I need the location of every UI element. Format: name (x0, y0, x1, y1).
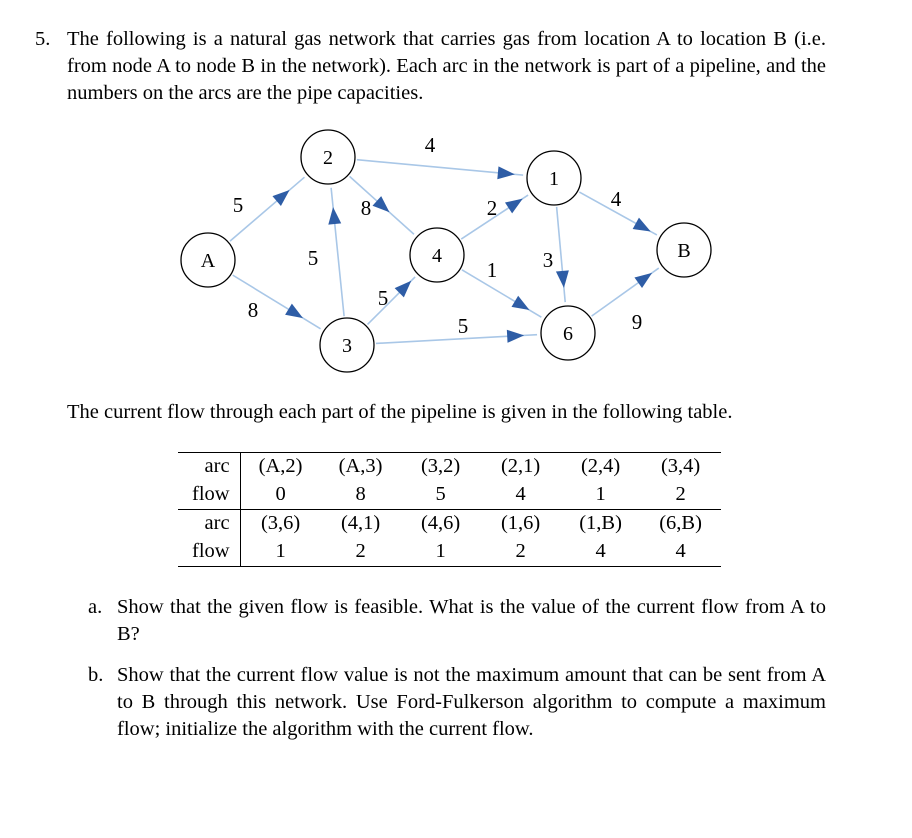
arrowhead-icon-3-6 (506, 329, 525, 343)
arrowhead-icon-3-2 (328, 207, 342, 225)
node-6 (540, 305, 596, 361)
node-label-1: 1 (549, 168, 559, 190)
arrowhead-icon-A-3 (285, 303, 303, 319)
table-cell: (1,6) (500, 512, 541, 534)
capacity-label-A-2: 5 (233, 193, 244, 217)
table-cell: (4,6) (420, 512, 461, 534)
flow-table: arc (A,2) (A,3) (3,2) (2,1) (2,4) (3,4) … (178, 452, 721, 567)
capacity-label-3-2: 5 (308, 246, 319, 270)
table-cell: (6,B) (659, 512, 702, 534)
capacity-label-3-6: 5 (458, 314, 469, 338)
capacity-label-4-1: 2 (487, 196, 498, 220)
capacity-label-4-6: 1 (487, 258, 498, 282)
question-a-text: Show that the given flow is feasible. Wh… (117, 596, 826, 645)
arrowhead-icon-4-1 (504, 198, 523, 214)
document-page: 5. The following is a natural gas networ… (0, 26, 912, 743)
table-cell: 2 (640, 481, 721, 510)
table-row-flow-1: flow 0 8 5 4 1 2 (178, 481, 721, 510)
capacity-label-1-6: 3 (543, 248, 554, 272)
node-label-3: 3 (342, 335, 352, 357)
capacity-label-1-B: 4 (611, 187, 622, 211)
arrowhead-icon-6-B (634, 272, 653, 289)
table-row-arc-2: arc (3,6) (4,1) (4,6) (1,6) (1,B) (6,B) (178, 509, 721, 538)
node-A (180, 232, 236, 288)
edge-2-1 (356, 158, 524, 176)
table-cell: 0 (240, 481, 321, 510)
flow-paragraph: The current flow through each part of th… (67, 401, 733, 423)
node-2 (300, 129, 356, 185)
capacity-label-2-4: 8 (361, 196, 372, 220)
node-label-4: 4 (432, 245, 442, 267)
problem-statement-block: 5. The following is a natural gas networ… (35, 26, 826, 107)
table-cell: 2 (320, 538, 401, 567)
arrowhead-icon-2-1 (497, 166, 515, 180)
edge-4-6 (461, 269, 542, 318)
capacity-label-A-3: 8 (248, 298, 259, 322)
arrowhead-icon-3-4 (394, 280, 412, 298)
edge-A-3 (232, 274, 321, 330)
table-cell: (2,4) (560, 452, 641, 481)
arrowhead-icon-2-4 (372, 196, 390, 213)
table-cell: 1 (400, 538, 481, 567)
network-diagram-container: 5 8 5 8 4 5 2 1 3 5 4 9 A 2 3 4 1 6 B (0, 115, 912, 390)
question-a-label: a. (88, 596, 103, 618)
node-3 (319, 317, 375, 373)
row-label: flow (178, 481, 241, 510)
node-label-2: 2 (323, 147, 333, 169)
capacity-label-2-1: 4 (425, 133, 436, 157)
table-cell: (A,2) (240, 452, 321, 481)
node-label-6: 6 (563, 323, 573, 345)
table-cell: 4 (640, 538, 721, 567)
question-a: a. Show that the given flow is feasible.… (88, 594, 826, 648)
table-cell: 8 (320, 481, 401, 510)
table-cell: (3,6) (260, 512, 301, 534)
table-cell: (2,1) (480, 452, 561, 481)
table-cell: 2 (480, 538, 561, 567)
problem-statement: The following is a natural gas network t… (67, 28, 826, 104)
capacity-label-6-B: 9 (632, 310, 643, 334)
arrowhead-icon-1-6 (555, 270, 569, 288)
arrowhead-icon-4-6 (511, 295, 530, 311)
table-cell: 4 (480, 481, 561, 510)
node-B (656, 222, 712, 278)
table-row-flow-2: flow 1 2 1 2 4 4 (178, 538, 721, 567)
node-label-B: B (677, 240, 690, 262)
node-1 (526, 150, 582, 206)
row-label: flow (178, 538, 241, 567)
node-4 (409, 227, 465, 283)
table-cell: 5 (400, 481, 481, 510)
table-cell: (3,4) (640, 452, 721, 481)
table-cell: (4,1) (340, 512, 381, 534)
table-cell: (3,2) (400, 452, 481, 481)
question-b-text: Show that the current flow value is not … (117, 664, 826, 740)
edge-A-2 (229, 176, 305, 242)
question-b-label: b. (88, 664, 104, 686)
arrowhead-icon-A-2 (272, 189, 290, 206)
table-row-arc-1: arc (A,2) (A,3) (3,2) (2,1) (2,4) (3,4) (178, 452, 721, 481)
table-cell: 1 (560, 481, 641, 510)
row-label: arc (178, 452, 241, 481)
table-cell: 4 (560, 538, 641, 567)
arrowhead-icon-1-B (632, 217, 651, 232)
network-diagram: 5 8 5 8 4 5 2 1 3 5 4 9 A 2 3 4 1 6 B (180, 129, 712, 373)
question-list: a. Show that the given flow is feasible.… (88, 594, 826, 743)
capacity-label-3-4: 5 (378, 286, 389, 310)
table-cell: 1 (240, 538, 321, 567)
row-label: arc (178, 509, 241, 538)
table-cell: (1,B) (579, 512, 622, 534)
question-b: b. Show that the current flow value is n… (88, 662, 826, 743)
table-cell: (A,3) (320, 452, 401, 481)
problem-number: 5. (35, 28, 51, 50)
node-label-A: A (201, 250, 216, 272)
